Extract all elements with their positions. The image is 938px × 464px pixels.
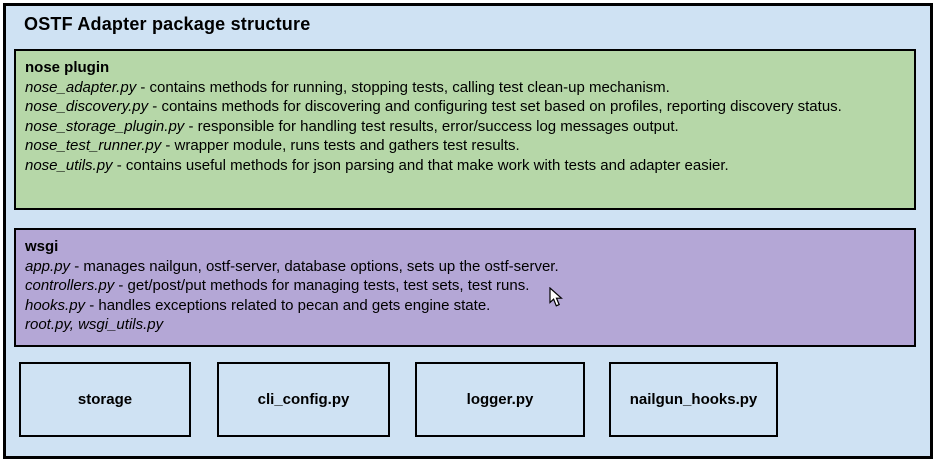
file-description: - contains methods for discovering and c… [148,98,842,115]
file-description: - handles exceptions related to pecan an… [85,296,491,314]
file-description: - wrapper module, runs tests and gathers… [161,137,520,154]
file-name: nose_discovery.py [25,98,149,115]
file-entry: nose_adapter.py - contains methods for r… [25,78,902,98]
file-name: hooks.py [25,296,86,314]
file-entry: nose_test_runner.py - wrapper module, ru… [25,136,902,156]
wsgi-panel-title: wsgi [25,238,59,255]
file-name: nose_adapter.py [25,78,137,96]
file-name: nose_test_runner.py [25,137,162,154]
file-name: nose_storage_plugin.py [25,117,185,135]
file-name: root.py, wsgi_utils.py [25,316,164,333]
module-label: storage [77,391,133,408]
file-description: - contains useful methods for json parsi… [112,156,729,174]
file-entry: nose_storage_plugin.py - responsible for… [25,117,902,137]
file-description: - manages nailgun, ostf-server, database… [70,257,559,275]
module-box-cli-config: cli_config.py [217,362,390,437]
module-label: logger.py [466,391,534,408]
file-entry: nose_discovery.py - contains methods for… [25,97,902,117]
file-description: - get/post/put methods for managing test… [114,277,530,294]
nose-plugin-panel: nose plugin nose_adapter.py - contains m… [14,49,916,210]
file-description: - responsible for handling test results,… [184,117,679,135]
file-name: controllers.py [25,277,115,294]
module-label: nailgun_hooks.py [629,391,758,408]
wsgi-panel: wsgi app.py - manages nailgun, ostf-serv… [14,228,916,347]
module-box-nailgun-hooks: nailgun_hooks.py [609,362,778,437]
module-label: cli_config.py [257,391,350,408]
file-entry: controllers.py - get/post/put methods fo… [25,276,902,296]
file-entry: root.py, wsgi_utils.py [25,315,902,335]
file-entry: nose_utils.py - contains useful methods … [25,156,902,176]
file-name: nose_utils.py [25,156,113,174]
modules-row: storage cli_config.py logger.py nailgun_… [6,362,930,437]
module-box-storage: storage [19,362,191,437]
file-name: app.py [25,257,71,275]
file-description: - contains methods for running, stopping… [136,78,670,96]
module-box-logger: logger.py [415,362,585,437]
diagram-canvas: OSTF Adapter package structure nose plug… [3,3,933,459]
diagram-title: OSTF Adapter package structure [24,14,311,34]
nose-plugin-panel-title: nose plugin [25,59,110,76]
file-entry: hooks.py - handles exceptions related to… [25,296,902,316]
file-entry: app.py - manages nailgun, ostf-server, d… [25,257,902,277]
